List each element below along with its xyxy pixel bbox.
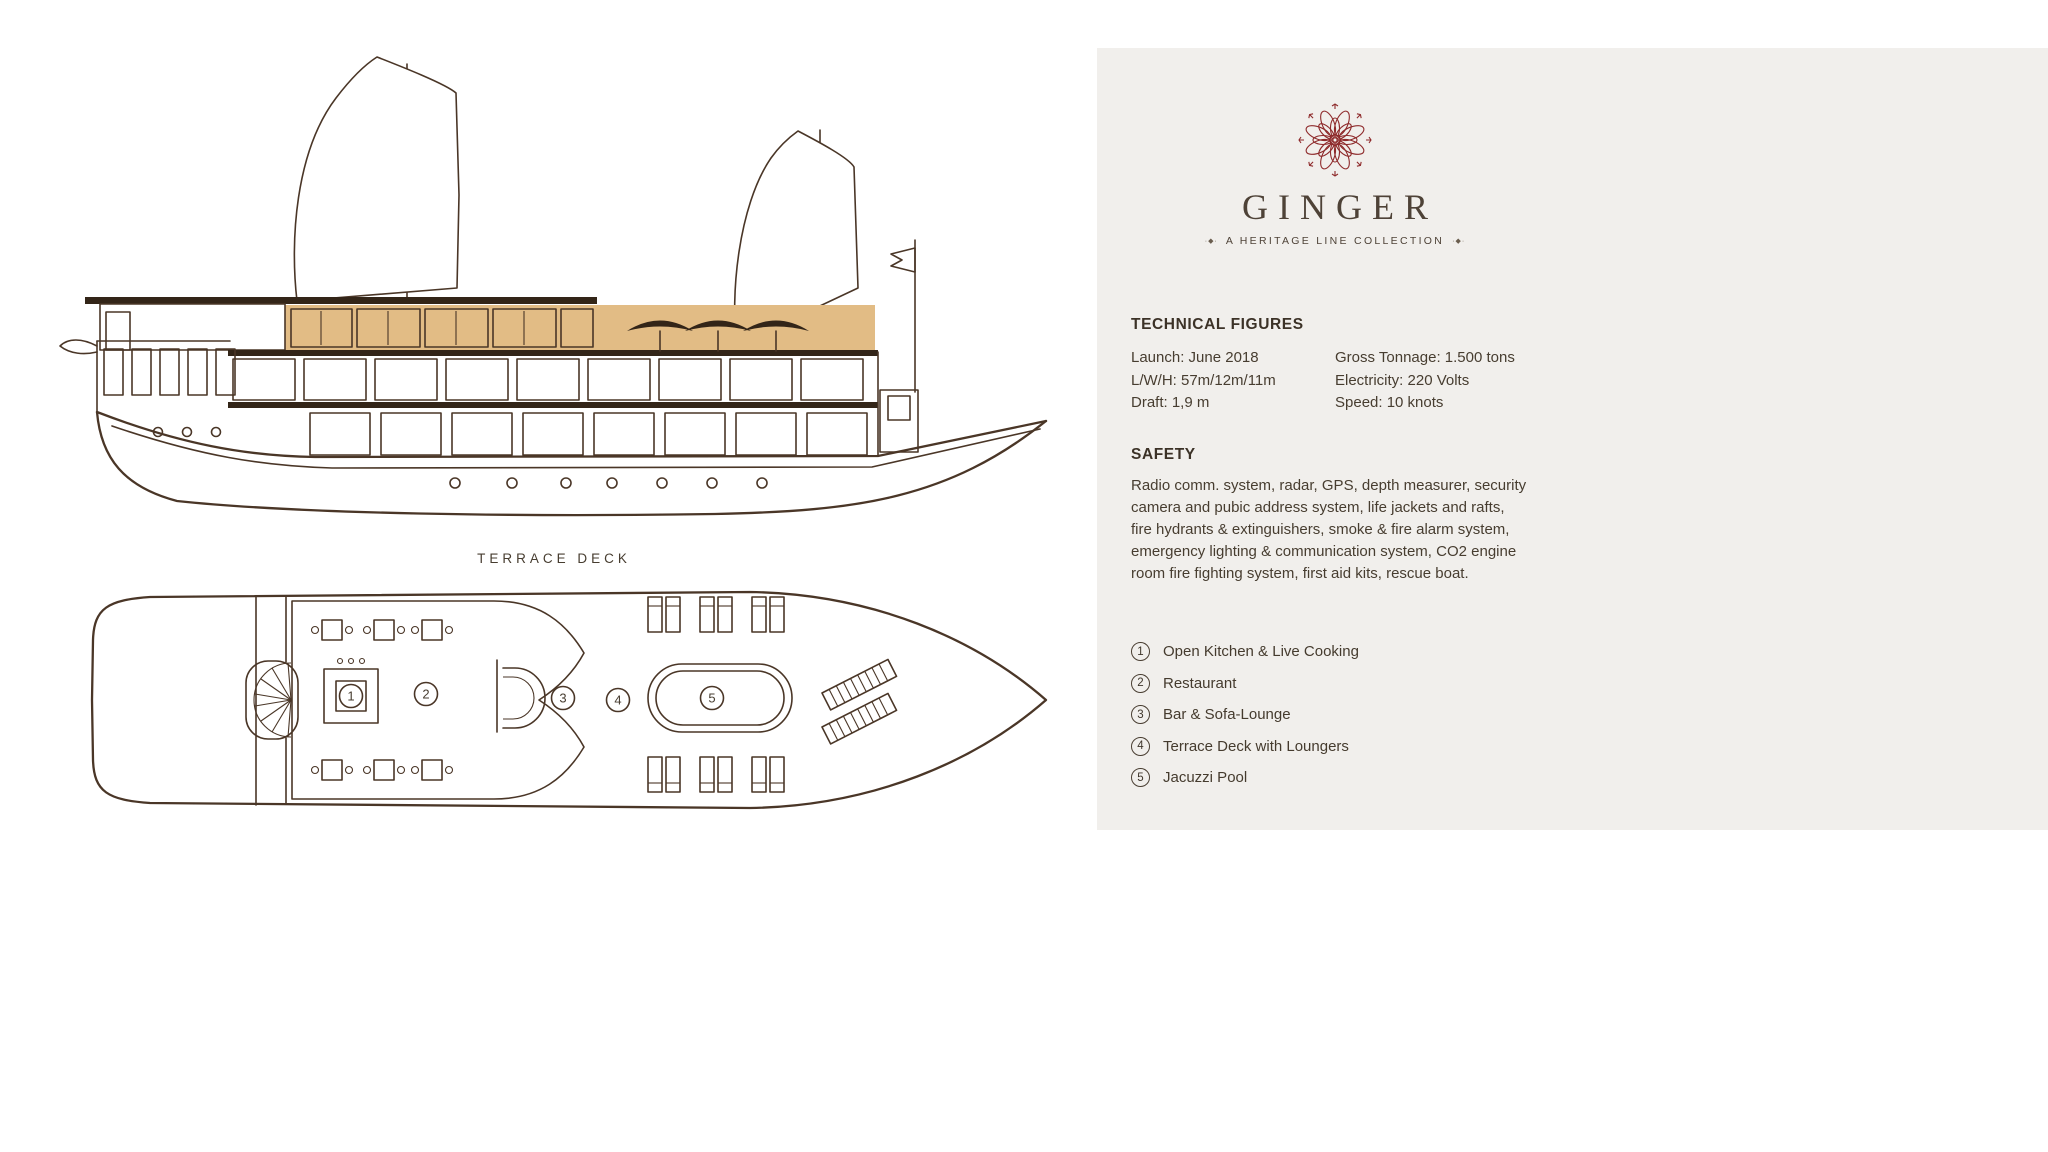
tagline-ornament-left: ·◆· bbox=[1204, 238, 1218, 245]
legend-number-2: 2 bbox=[1131, 673, 1150, 693]
legend-number-4: 4 bbox=[1131, 736, 1150, 756]
legend-item: 5 Jacuzzi Pool bbox=[1131, 762, 1359, 794]
svg-text:3: 3 bbox=[559, 691, 566, 706]
flag-pennant-icon bbox=[890, 247, 916, 273]
spec-tonnage: Gross Tonnage: 1.500 tons bbox=[1335, 349, 1515, 366]
svg-text:5: 5 bbox=[708, 691, 715, 706]
dining-tables bbox=[310, 619, 454, 781]
legend-label-5: Jacuzzi Pool bbox=[1163, 769, 1248, 787]
spec-speed: Speed: 10 knots bbox=[1335, 394, 1444, 411]
spec-draft: Draft: 1,9 m bbox=[1131, 394, 1210, 411]
legend-item: 3 Bar & Sofa-Lounge bbox=[1131, 699, 1359, 731]
jacuzzi-pool bbox=[647, 663, 793, 733]
legend-label-4: Terrace Deck with Loungers bbox=[1163, 737, 1349, 755]
deck-marker-2: 2 bbox=[413, 681, 439, 707]
brand-name: GINGER bbox=[1242, 187, 1438, 227]
technical-column-left: Launch: June 2018 L/W/H: 57m/12m/11m Dra… bbox=[1131, 347, 1335, 415]
deck-marker-4: 4 bbox=[605, 687, 631, 713]
safety-heading: SAFETY bbox=[1131, 446, 1196, 463]
safety-section: SAFETY Radio comm. system, radar, GPS, d… bbox=[1131, 446, 1529, 585]
legend-label-3: Bar & Sofa-Lounge bbox=[1163, 706, 1291, 724]
legend-number-3: 3 bbox=[1131, 705, 1150, 725]
hull-outline bbox=[90, 590, 1048, 810]
side-profile-view bbox=[59, 56, 1048, 517]
technical-column-right: Gross Tonnage: 1.500 tons Electricity: 2… bbox=[1335, 347, 1515, 415]
open-kitchen bbox=[323, 657, 379, 724]
svg-text:2: 2 bbox=[422, 687, 429, 702]
tagline-text: A HERITAGE LINE COLLECTION bbox=[1225, 235, 1445, 247]
deck-band-upper bbox=[228, 350, 878, 356]
sails bbox=[293, 56, 859, 347]
deck-band-lower bbox=[228, 402, 878, 408]
deck-plan-title: TERRACE DECK bbox=[477, 551, 631, 566]
stern-flag bbox=[879, 239, 919, 453]
superstructure bbox=[85, 297, 879, 457]
legend-item: 2 Restaurant bbox=[1131, 668, 1359, 700]
spec-lwh: L/W/H: 57m/12m/11m bbox=[1131, 371, 1276, 389]
terrace-highlight bbox=[285, 305, 875, 350]
legend-label-2: Restaurant bbox=[1163, 674, 1237, 692]
info-panel: GINGER ·◆· A HERITAGE LINE COLLECTION ·◆… bbox=[1097, 48, 2048, 830]
brand-tagline: ·◆· A HERITAGE LINE COLLECTION ·◆· bbox=[1135, 235, 1535, 247]
legend-item: 1 Open Kitchen & Live Cooking bbox=[1131, 636, 1359, 668]
legend-number-1: 1 bbox=[1131, 642, 1150, 662]
main-sail bbox=[293, 56, 460, 302]
deck-marker-5: 5 bbox=[699, 685, 725, 711]
tagline-ornament-right: ·◆· bbox=[1452, 238, 1466, 245]
lotus-logo-icon bbox=[1298, 103, 1372, 177]
technical-figures-section: TECHNICAL FIGURES Launch: June 2018 L/W/… bbox=[1131, 316, 1571, 415]
stern-stairs bbox=[245, 660, 299, 740]
hull bbox=[95, 410, 1048, 517]
terrace-deck-plan: 1 2 3 4 5 bbox=[90, 590, 1048, 810]
side-stairs bbox=[821, 658, 898, 745]
deck-marker-3: 3 bbox=[550, 685, 576, 711]
technical-figures-heading: TECHNICAL FIGURES bbox=[1131, 316, 1304, 333]
legend-number-5: 5 bbox=[1131, 768, 1150, 788]
legend-label-1: Open Kitchen & Live Cooking bbox=[1163, 643, 1359, 661]
ship-illustrations: 1 2 3 4 5 bbox=[59, 56, 1048, 810]
mizzen-sail bbox=[733, 130, 859, 346]
safety-text: Radio comm. system, radar, GPS, depth me… bbox=[1131, 477, 1527, 582]
legend-item: 4 Terrace Deck with Loungers bbox=[1131, 731, 1359, 763]
bar-counter bbox=[496, 659, 546, 733]
deck-legend: 1 Open Kitchen & Live Cooking 2 Restaura… bbox=[1131, 636, 1359, 794]
sun-loungers bbox=[647, 596, 785, 793]
spec-launch: Launch: June 2018 bbox=[1131, 349, 1259, 366]
roof-bar bbox=[85, 297, 597, 304]
brand-block: GINGER ·◆· A HERITAGE LINE COLLECTION ·◆… bbox=[1135, 102, 1535, 247]
umbrella-icons bbox=[627, 320, 809, 352]
bow-structure bbox=[59, 339, 236, 438]
svg-text:1: 1 bbox=[347, 689, 354, 704]
spec-electricity: Electricity: 220 Volts bbox=[1335, 371, 1470, 389]
svg-text:4: 4 bbox=[614, 693, 621, 708]
deck-marker-1: 1 bbox=[338, 683, 364, 709]
salon-outline bbox=[291, 600, 585, 800]
